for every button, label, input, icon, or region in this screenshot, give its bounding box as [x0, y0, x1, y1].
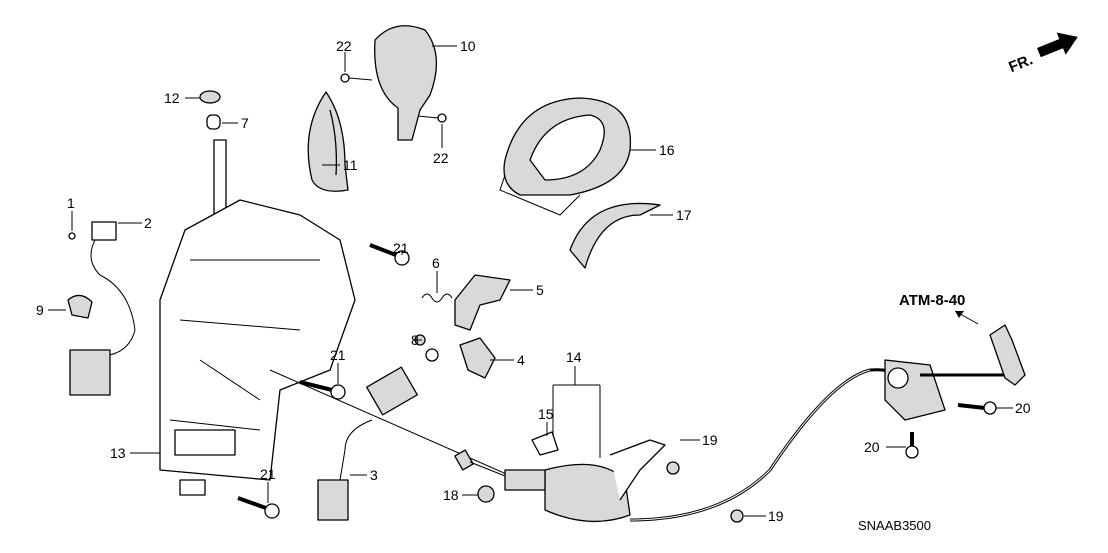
callout-4: 4	[517, 352, 525, 368]
screw-22b	[417, 113, 447, 123]
solenoid-4	[366, 348, 439, 416]
bolt-20b	[905, 432, 919, 459]
nut-19b	[730, 509, 744, 523]
callout-10: 10	[460, 38, 476, 54]
cover-17	[569, 202, 661, 269]
callout-9: 9	[36, 302, 44, 318]
front-label: FR.	[1006, 51, 1035, 76]
diagram-code: SNAAB3500	[858, 518, 931, 533]
bolt-21b	[299, 380, 346, 400]
callout-19: 19	[768, 508, 784, 524]
callout-8: 8	[411, 332, 419, 348]
clip-15	[531, 431, 559, 456]
callout-5: 5	[536, 282, 544, 298]
switch-2	[68, 221, 136, 356]
shift-cable	[269, 368, 902, 523]
bolt-20a	[957, 401, 997, 415]
bolt-21c	[237, 496, 280, 519]
cap-12	[199, 90, 221, 104]
callout-2: 2	[144, 215, 152, 231]
callout-13: 13	[110, 445, 126, 461]
callout-6: 6	[432, 255, 440, 271]
clip-9	[67, 294, 93, 319]
nut-19a	[666, 461, 680, 475]
callout-1: 1	[67, 195, 75, 211]
indicator-panel-16	[499, 97, 632, 216]
shift-lever-bracket-13	[159, 139, 356, 496]
callout-12: 12	[164, 90, 180, 106]
callout-20: 20	[1015, 400, 1031, 416]
bushing-7	[206, 114, 221, 130]
callout-21: 21	[260, 466, 276, 482]
lever-5	[454, 274, 511, 331]
knob-cover-11	[307, 91, 349, 192]
callout-15: 15	[538, 406, 554, 422]
front-direction-marker: FR.	[1006, 32, 1078, 76]
callout-3: 3	[370, 467, 378, 483]
nut-18	[477, 485, 495, 503]
bolt-21a	[369, 243, 410, 266]
callout-14: 14	[566, 349, 582, 365]
harness-3	[317, 419, 373, 521]
callout-21: 21	[330, 347, 346, 363]
callout-20: 20	[864, 439, 880, 455]
lever-4	[459, 337, 496, 379]
leader-lines	[48, 45, 1013, 517]
cable-end-bracket	[884, 324, 1026, 421]
callout-22: 22	[433, 150, 449, 166]
reference-link[interactable]: ATM-8-40	[899, 292, 965, 309]
connector-2	[69, 349, 111, 396]
front-arrow-icon	[1037, 32, 1078, 58]
callout-22: 22	[336, 38, 352, 54]
shift-knob-10	[374, 25, 438, 141]
callout-18: 18	[443, 487, 459, 503]
callout-labels: 22 10 12 7 11 22 16 1 2 17 21 6 5 9 8 4 …	[36, 38, 1031, 533]
callout-17: 17	[676, 207, 692, 223]
bracket-19	[609, 439, 666, 501]
callout-21: 21	[393, 240, 409, 256]
callout-19: 19	[702, 432, 718, 448]
callout-11: 11	[343, 157, 358, 173]
screw-22a	[340, 73, 373, 83]
callout-7: 7	[241, 115, 249, 131]
spring-6	[421, 293, 453, 303]
callout-16: 16	[659, 142, 675, 158]
